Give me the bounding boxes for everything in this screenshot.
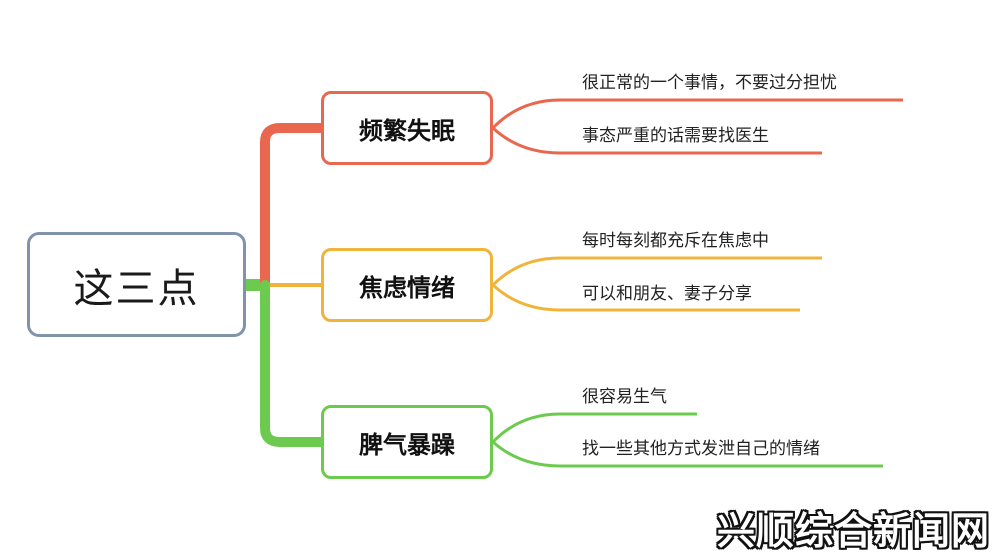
connector-leaf-3-1 <box>491 412 697 444</box>
connector-branch-3 <box>260 280 326 447</box>
branch-node-temper: 脾气暴躁 <box>321 405 493 479</box>
leaf-3-2: 找一些其他方式发泄自己的情绪 <box>582 439 820 459</box>
connector-leaf-3-2 <box>492 440 883 468</box>
leaf-2-2: 可以和朋友、妻子分享 <box>582 284 752 304</box>
watermark-text: 兴顺综合新闻网 <box>716 509 990 553</box>
leaf-1-2: 事态严重的话需要找医生 <box>582 126 769 146</box>
connector-branch-1 <box>260 123 326 290</box>
connector-leaf-2-2 <box>491 283 800 312</box>
leaf-2-1: 每时每刻都充斥在焦虑中 <box>582 231 769 251</box>
connector-leaf-1-2 <box>491 126 822 155</box>
connector-leaf-2-1 <box>491 256 822 287</box>
leaf-3-1: 很容易生气 <box>582 387 667 407</box>
branch-node-insomnia: 频繁失眠 <box>321 91 493 165</box>
connector-leaf-1-1 <box>491 98 903 130</box>
root-node: 这三点 <box>27 232 246 337</box>
branch-node-anxiety: 焦虑情绪 <box>321 248 493 322</box>
leaf-1-1: 很正常的一个事情，不要过分担忧 <box>582 73 837 93</box>
